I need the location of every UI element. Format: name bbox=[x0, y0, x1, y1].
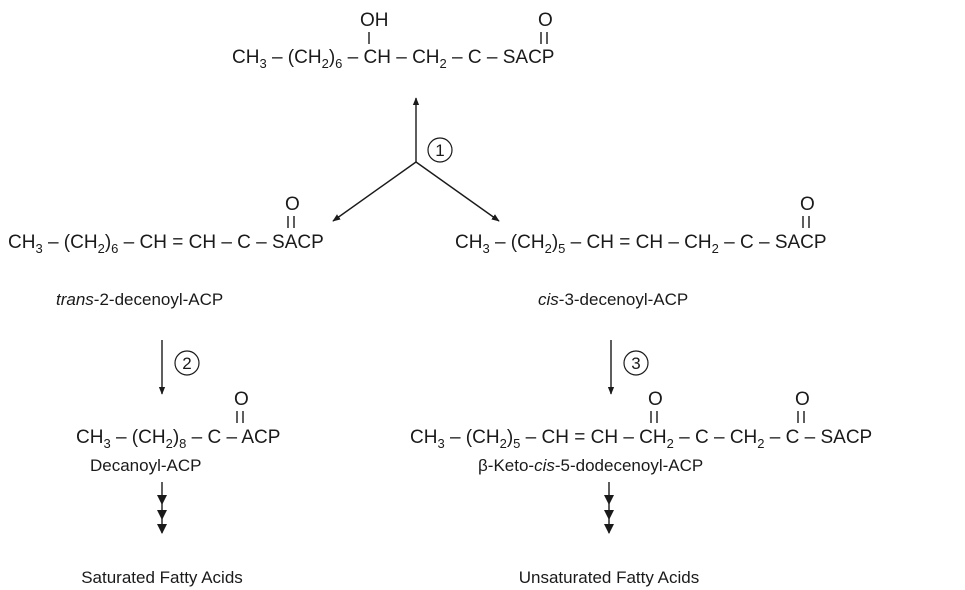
hydroxy-intermediate: OH O CH3 – (CH2)6 – CH – CH2 – C – SACP bbox=[232, 10, 554, 71]
step-3-label: 3 bbox=[631, 354, 640, 373]
step-1-arrows: 1 bbox=[332, 97, 500, 222]
trans-formula: CH3 – (CH2)6 – CH = CH – C – SACP bbox=[8, 232, 324, 256]
trans-oxygen-label: O bbox=[285, 194, 300, 215]
decanoyl-oxygen-label: O bbox=[234, 389, 249, 410]
unsaturated-arrowhead-2 bbox=[604, 510, 614, 520]
saturated-arrowhead-3 bbox=[157, 524, 167, 534]
keto-name: β-Keto-cis-5-dodecenoyl-ACP bbox=[478, 456, 703, 475]
decanoyl-acp: O CH3 – (CH2)8 – C – ACP Decanoyl-ACP bbox=[76, 389, 280, 475]
step-2: 2 bbox=[158, 340, 200, 395]
arrow-to-cis bbox=[415, 161, 500, 222]
hydroxy-formula: CH3 – (CH2)6 – CH – CH2 – C – SACP bbox=[232, 47, 554, 71]
saturated-arrowhead-1 bbox=[157, 495, 167, 505]
saturated-fatty-acids-label: Saturated Fatty Acids bbox=[81, 568, 243, 587]
step-1-label: 1 bbox=[435, 141, 444, 160]
trans-name: trans-2-decenoyl-ACP bbox=[56, 290, 223, 309]
saturated-arrowhead-2 bbox=[157, 510, 167, 520]
keto-oxygen-label-2: O bbox=[795, 389, 810, 410]
step-1-circle bbox=[427, 137, 453, 163]
step-3: 3 bbox=[607, 340, 649, 395]
unsaturated-multistep-arrow bbox=[604, 482, 614, 534]
unsaturated-arrowhead-1 bbox=[604, 495, 614, 505]
saturated-multistep-arrow bbox=[157, 482, 167, 534]
keto-oxygen-label-1: O bbox=[648, 389, 663, 410]
step-2-label: 2 bbox=[182, 354, 191, 373]
step-2-circle bbox=[174, 350, 200, 376]
decanoyl-name: Decanoyl-ACP bbox=[90, 456, 202, 475]
step-3-circle bbox=[623, 350, 649, 376]
unsaturated-fatty-acids-label: Unsaturated Fatty Acids bbox=[519, 568, 699, 587]
hydroxyl-label: OH bbox=[360, 10, 389, 31]
keto-dodecenoyl: O O CH3 – (CH2)5 – CH = CH – CH2 – C – C… bbox=[410, 389, 872, 475]
carbonyl-oxygen-label: O bbox=[538, 10, 553, 31]
keto-formula: CH3 – (CH2)5 – CH = CH – CH2 – C – CH2 –… bbox=[410, 427, 872, 451]
trans-decenoyl: O CH3 – (CH2)6 – CH = CH – C – SACP tran… bbox=[8, 194, 324, 309]
arrow-to-trans bbox=[332, 161, 417, 222]
unsaturated-arrowhead-3 bbox=[604, 524, 614, 534]
cis-oxygen-label: O bbox=[800, 194, 815, 215]
decanoyl-formula: CH3 – (CH2)8 – C – ACP bbox=[76, 427, 280, 451]
cis-formula: CH3 – (CH2)5 – CH = CH – CH2 – C – SACP bbox=[455, 232, 827, 256]
cis-decenoyl: O CH3 – (CH2)5 – CH = CH – CH2 – C – SAC… bbox=[455, 194, 827, 309]
cis-name: cis-3-decenoyl-ACP bbox=[538, 290, 688, 309]
